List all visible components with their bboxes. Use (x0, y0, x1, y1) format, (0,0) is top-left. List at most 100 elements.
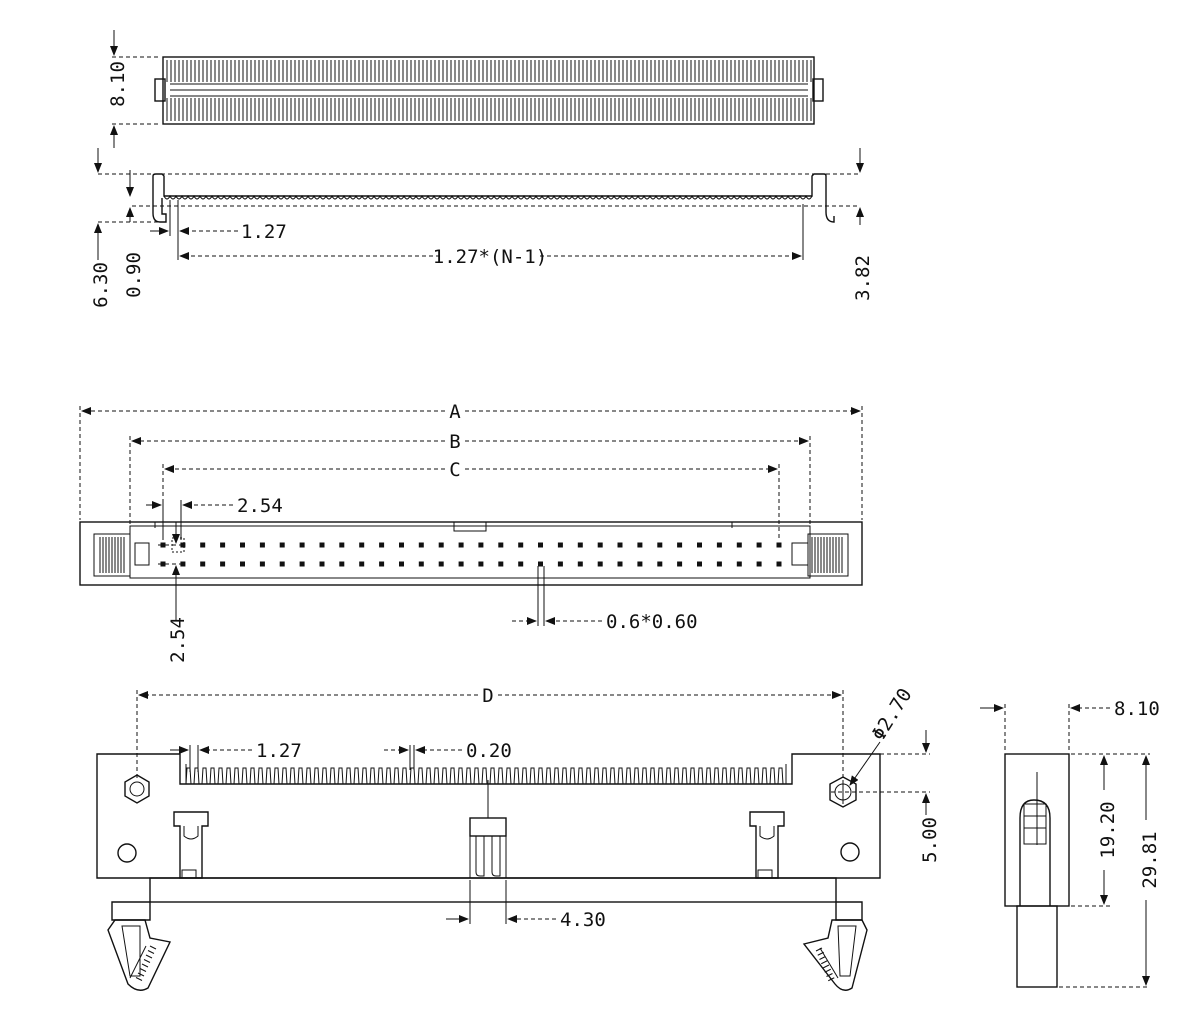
pin (657, 542, 663, 548)
pin (697, 561, 702, 567)
pin (359, 561, 365, 567)
pin (279, 542, 285, 548)
pin (438, 561, 444, 567)
right-ejector (802, 919, 868, 991)
pin (538, 561, 543, 567)
dim-side-090: 0.90 (123, 252, 145, 298)
left-latch-housing (93, 533, 131, 577)
pin (478, 542, 484, 548)
cover-wavy-edge (163, 194, 813, 200)
pin (160, 542, 166, 548)
pin (438, 542, 444, 548)
pin (557, 542, 563, 548)
pin (359, 542, 365, 548)
pin (299, 542, 305, 548)
pin (637, 542, 643, 548)
pin (557, 561, 563, 567)
left-ejector (107, 919, 172, 991)
top-view: 8.10 (107, 30, 824, 148)
pin (776, 542, 782, 548)
pin (160, 561, 166, 567)
dim-pitch-formula: 1.27*(N-1) (433, 246, 547, 268)
pin (637, 561, 643, 567)
front-view-base (149, 877, 837, 903)
pin (677, 561, 683, 567)
pin (736, 561, 742, 567)
pin (498, 561, 504, 567)
pin (259, 542, 265, 548)
left-slot (134, 542, 150, 566)
top-view-outline (162, 56, 815, 125)
pin (339, 561, 345, 567)
pin (617, 542, 623, 548)
pin-grid (160, 537, 782, 567)
dim-front-127: 1.27 (256, 740, 302, 762)
pin (756, 561, 762, 567)
pin (399, 561, 404, 567)
dim-side-810: 8.10 (1114, 698, 1160, 720)
pin (299, 561, 305, 567)
dim-side-1920: 19.20 (1097, 801, 1119, 858)
pin-view: A B C 2.54 2.54 0.6*0.60 (79, 401, 863, 663)
right-latch-hatch (811, 537, 843, 573)
pin (458, 561, 464, 567)
pin (220, 561, 226, 567)
top-view-left-tab (154, 78, 166, 102)
pin (577, 561, 583, 567)
pin (180, 542, 186, 548)
dim-pitch-127: 1.27 (241, 221, 287, 243)
dim-top-height: 8.10 (107, 61, 129, 107)
dim-side-2981: 29.81 (1139, 831, 1161, 888)
dim-pitch-254-h: 2.54 (237, 495, 283, 517)
dim-front-500: 5.00 (919, 817, 941, 863)
pin (319, 561, 325, 567)
dim-d: D (482, 685, 493, 707)
right-slot (791, 542, 809, 566)
pin (418, 561, 424, 567)
front-view: D 1.27 0.20 Φ2.70 5.00 4.30 (96, 684, 941, 991)
pin (418, 542, 424, 548)
pin (657, 561, 663, 567)
pin (458, 542, 464, 548)
pin (617, 561, 623, 567)
pin (399, 542, 404, 548)
pin (379, 542, 385, 548)
pin (716, 561, 722, 567)
pin (240, 542, 245, 548)
top-view-upper-teeth (166, 60, 812, 82)
top-view-right-tab (812, 78, 824, 102)
top-view-lower-teeth (166, 98, 812, 121)
pin (597, 542, 603, 548)
dim-side-382: 3.82 (852, 255, 874, 301)
side-view: 8.10 19.20 29.81 (980, 698, 1161, 988)
pin (220, 542, 226, 548)
pin (597, 561, 603, 567)
dim-c: C (449, 459, 460, 481)
pin (677, 542, 683, 548)
left-latch-hatch (99, 537, 125, 573)
pin (259, 561, 265, 567)
pin (478, 561, 484, 567)
dim-b: B (449, 431, 460, 453)
dim-hole-dia: Φ2.70 (868, 684, 917, 744)
pin (379, 561, 385, 567)
right-mount-hole (840, 842, 860, 862)
dim-front-020: 0.20 (466, 740, 512, 762)
pin (776, 561, 782, 567)
pin (716, 542, 722, 548)
cover-profile-view: 6.30 0.90 3.82 1.27 1.27*(N-1) (90, 148, 874, 308)
pin (518, 542, 524, 548)
pin (518, 561, 524, 567)
pin (279, 561, 285, 567)
pin (697, 542, 702, 548)
pin (498, 542, 504, 548)
pin (200, 542, 206, 548)
pin (339, 542, 345, 548)
front-view-teeth (185, 767, 786, 785)
pin (538, 542, 543, 548)
pin (200, 561, 206, 567)
left-hex-nut (124, 774, 150, 804)
dim-side-630: 6.30 (90, 262, 112, 308)
